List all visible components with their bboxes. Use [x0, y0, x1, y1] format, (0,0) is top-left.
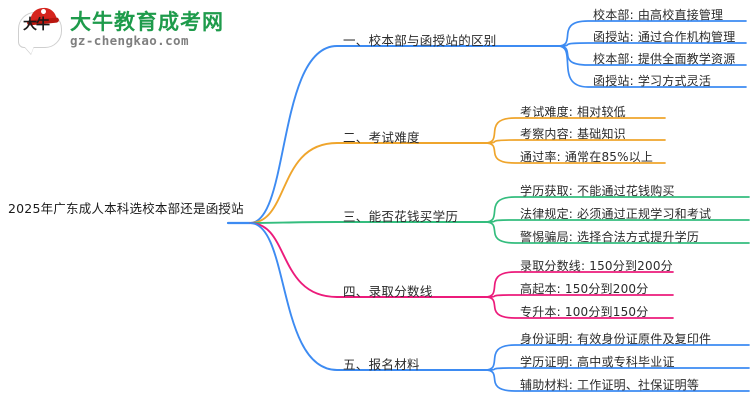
leaf-label-4-2: 高起本: 150分到200分	[520, 282, 649, 296]
leaf-line-1-4	[557, 45, 747, 88]
leaf-label-5-3: 辅助材料: 工作证明、社保证明等	[520, 378, 700, 392]
branch-label-4: 四、录取分数线	[343, 284, 433, 299]
leaf-label-3-2: 法律规定: 必须通过正规学习和考试	[520, 207, 712, 221]
leaf-line-5-1	[484, 344, 750, 371]
logo-mark-text: 大牛	[23, 17, 50, 33]
leaf-label-2-3: 通过率: 通常在85%以上	[520, 150, 654, 164]
logo-subtitle: gz-chengkao.com	[70, 32, 189, 48]
leaf-line-4-1	[484, 271, 674, 298]
leaf-line-3-1	[484, 196, 750, 223]
leaf-label-2-2: 考察内容: 基础知识	[520, 127, 626, 141]
leaf-label-5-2: 学历证明: 高中或专科毕业证	[520, 355, 675, 369]
branch-line-1	[249, 45, 559, 224]
branch-label-3: 三、能否花钱买学历	[343, 209, 459, 224]
leaf-line-1-1	[557, 20, 747, 47]
leaf-line-3-3	[484, 221, 750, 244]
leaf-line-5-3	[484, 369, 750, 392]
leaf-label-3-3: 警惕骗局: 选择合法方式提升学历	[520, 230, 700, 244]
logo-title: 大牛教育成考网	[70, 9, 224, 34]
leaf-label-1-4: 函授站: 学习方式灵活	[593, 74, 712, 88]
branch-label-2: 二、考试难度	[343, 130, 420, 145]
leaf-label-4-1: 录取分数线: 150分到200分	[520, 259, 673, 273]
leaf-label-5-1: 身份证明: 有效身份证原件及复印件	[520, 332, 712, 346]
leaf-label-1-2: 函授站: 通过合作机构管理	[593, 30, 736, 44]
branch-line-2	[249, 142, 486, 224]
branch-label-1: 一、校本部与函授站的区别	[343, 33, 497, 48]
leaf-label-2-1: 考试难度: 相对较低	[520, 105, 626, 119]
branch-line-5	[249, 222, 486, 371]
branch-label-5: 五、报名材料	[343, 357, 420, 372]
leaf-line-2-1	[484, 117, 666, 144]
logo-text-block: 大牛教育成考网 gz-chengkao.com	[70, 11, 224, 48]
mindmap-root-node: 2025年广东成人本科选校本部还是函授站	[8, 201, 244, 216]
leaf-label-1-1: 校本部: 由高校直接管理	[593, 8, 724, 22]
site-logo: 大牛 大牛教育成考网 gz-chengkao.com	[18, 6, 224, 50]
branch-line-3	[249, 221, 486, 224]
logo-speech-bubble-icon: 大牛	[18, 6, 62, 50]
leaf-label-4-3: 专升本: 100分到150分	[520, 305, 649, 319]
leaf-label-1-3: 校本部: 提供全面教学资源	[593, 52, 736, 66]
leaf-label-3-1: 学历获取: 不能通过花钱购买	[520, 184, 675, 198]
leaf-line-2-3	[484, 142, 666, 164]
branch-line-4	[249, 222, 486, 298]
leaf-line-4-3	[484, 296, 674, 319]
